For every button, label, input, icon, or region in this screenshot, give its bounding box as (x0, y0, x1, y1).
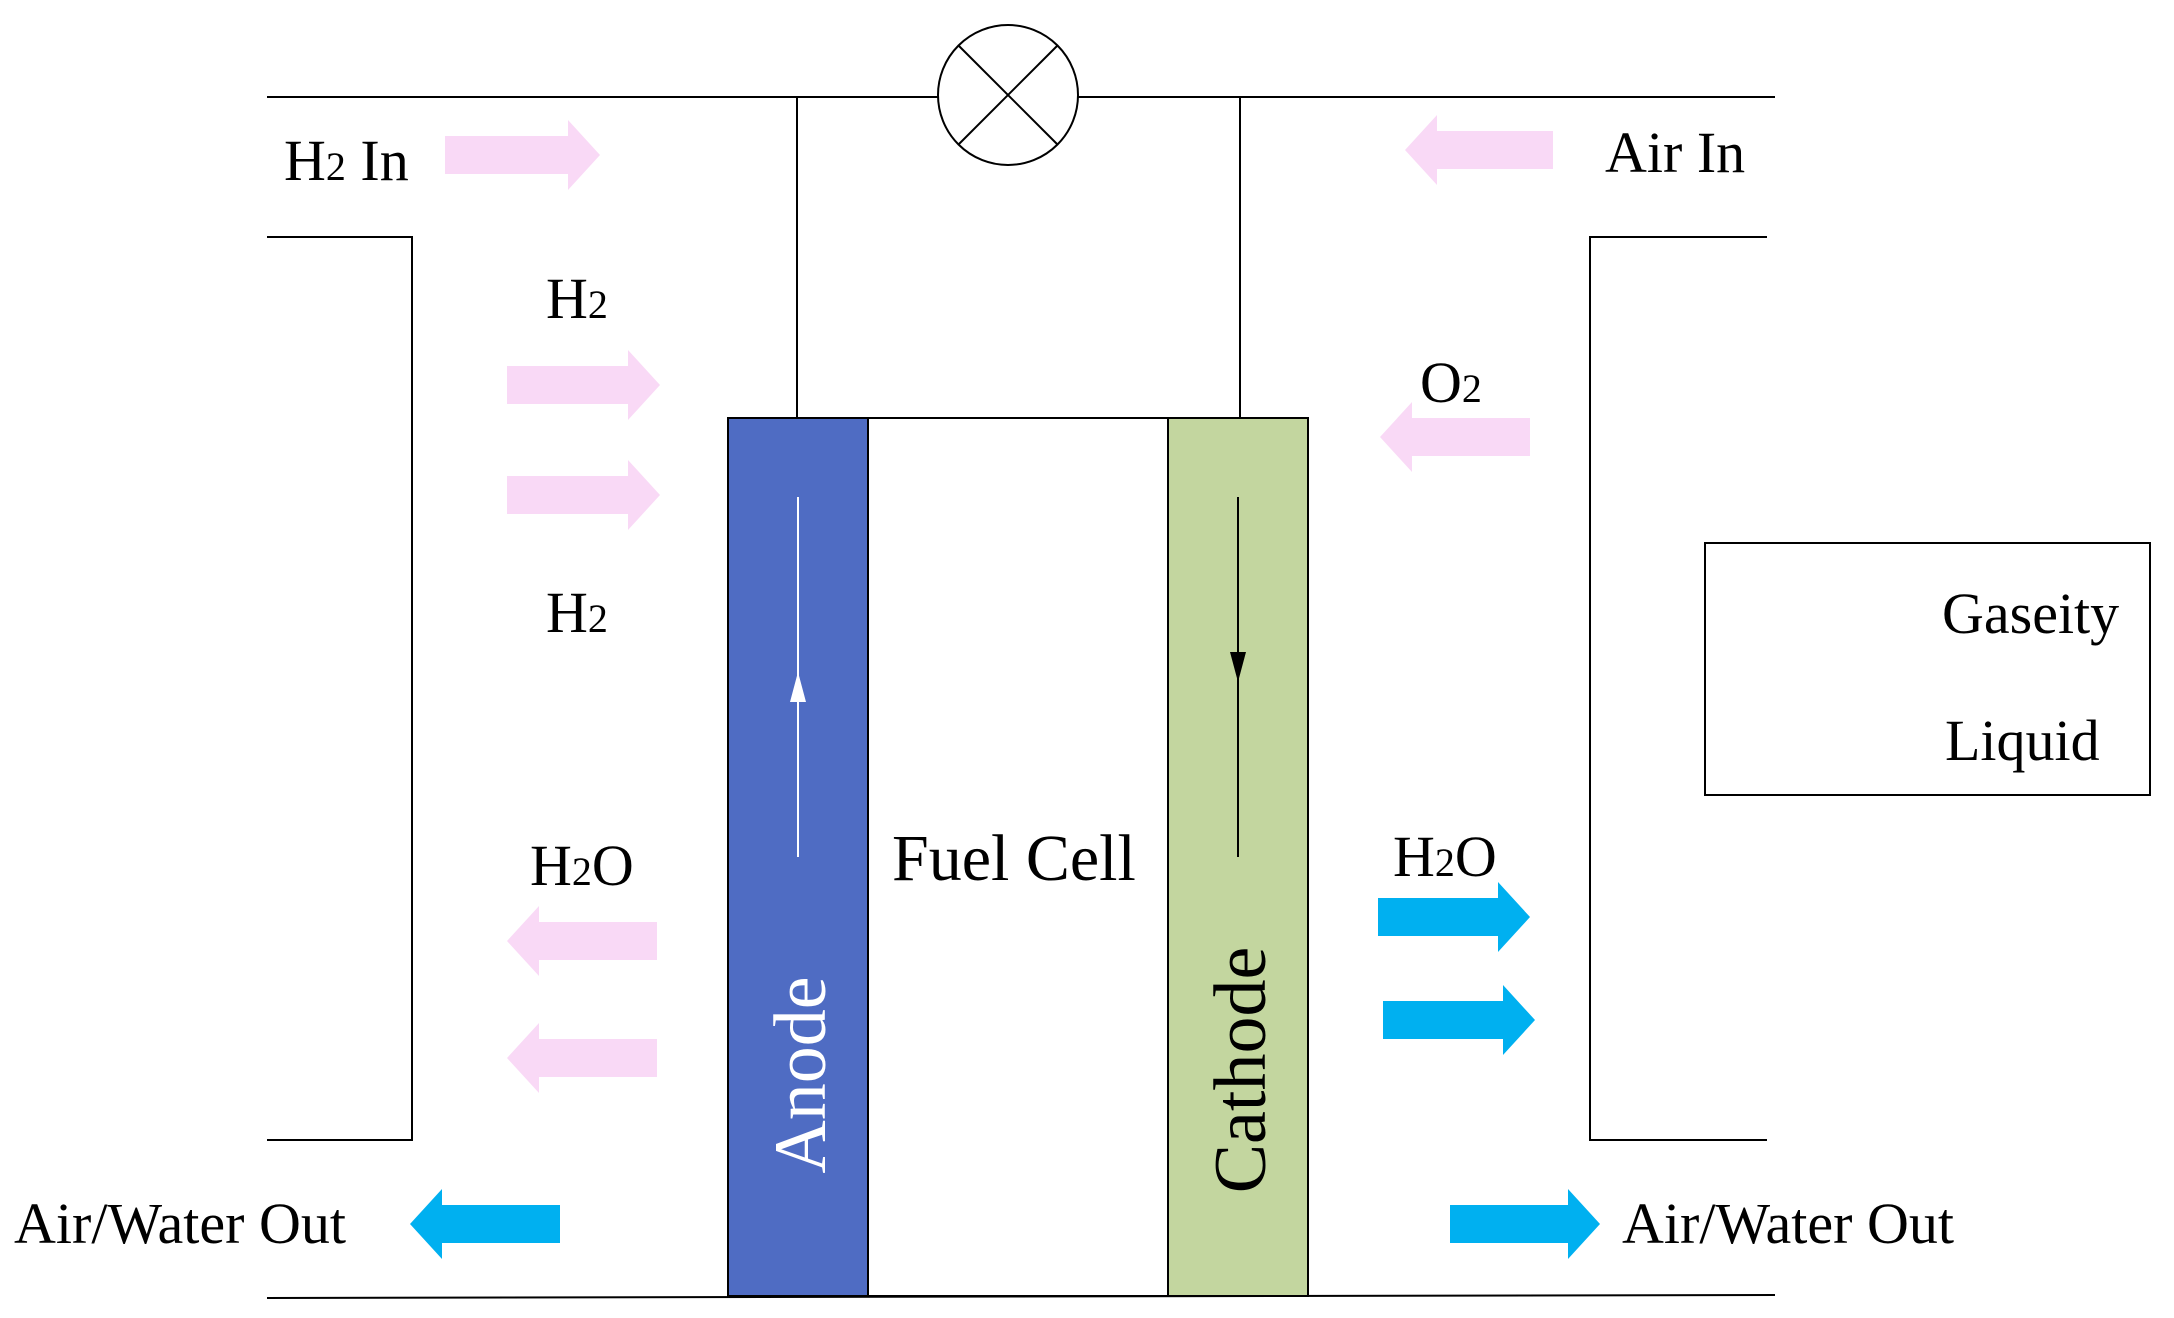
arrow-h2o-left-1 (507, 906, 657, 976)
label-fuel-cell: Fuel Cell (892, 822, 1136, 895)
arrow-h2o-right-1 (1378, 882, 1530, 952)
arrow-air-in (1405, 115, 1553, 185)
arrow-h2-in (445, 120, 600, 190)
label-out-right: Air/Water Out (1622, 1191, 1954, 1256)
anode-flow-arrowhead (790, 672, 806, 702)
label-h2o-left: H2O (530, 833, 634, 898)
label-air-in: Air In (1605, 120, 1745, 185)
arrow-h2o-left-2 (507, 1023, 657, 1093)
legend-label-gas: Gaseity (1942, 581, 2119, 646)
arrow-h2-1 (507, 350, 660, 420)
label-anode: Anode (760, 976, 842, 1173)
legend: Gaseity Liquid (1704, 542, 2151, 796)
label-o2: O2 (1420, 350, 1482, 415)
legend-label-liquid: Liquid (1945, 708, 2100, 773)
label-h2-mid: H2 (546, 580, 608, 645)
cathode-flow-arrowhead (1230, 652, 1246, 682)
label-out-left: Air/Water Out (14, 1191, 346, 1256)
cathode-wire (1080, 96, 1241, 418)
housing-lines (266, 96, 1776, 1299)
label-h2-top: H2 (546, 266, 608, 331)
right-channel-wall (1589, 236, 1767, 1141)
legend-box (1704, 542, 2151, 796)
lamp-load-icon (937, 24, 1079, 166)
label-h2-in: H2 In (284, 128, 409, 193)
arrow-h2o-right-2 (1383, 985, 1535, 1055)
arrow-o2 (1380, 402, 1530, 472)
arrow-h2-2 (507, 460, 660, 530)
arrow-out-right (1450, 1189, 1600, 1259)
label-cathode: Cathode (1200, 947, 1282, 1194)
label-h2o-right: H2O (1393, 824, 1497, 889)
left-channel-wall (267, 236, 413, 1141)
anode-wire (796, 96, 937, 418)
arrow-out-left (410, 1189, 560, 1259)
